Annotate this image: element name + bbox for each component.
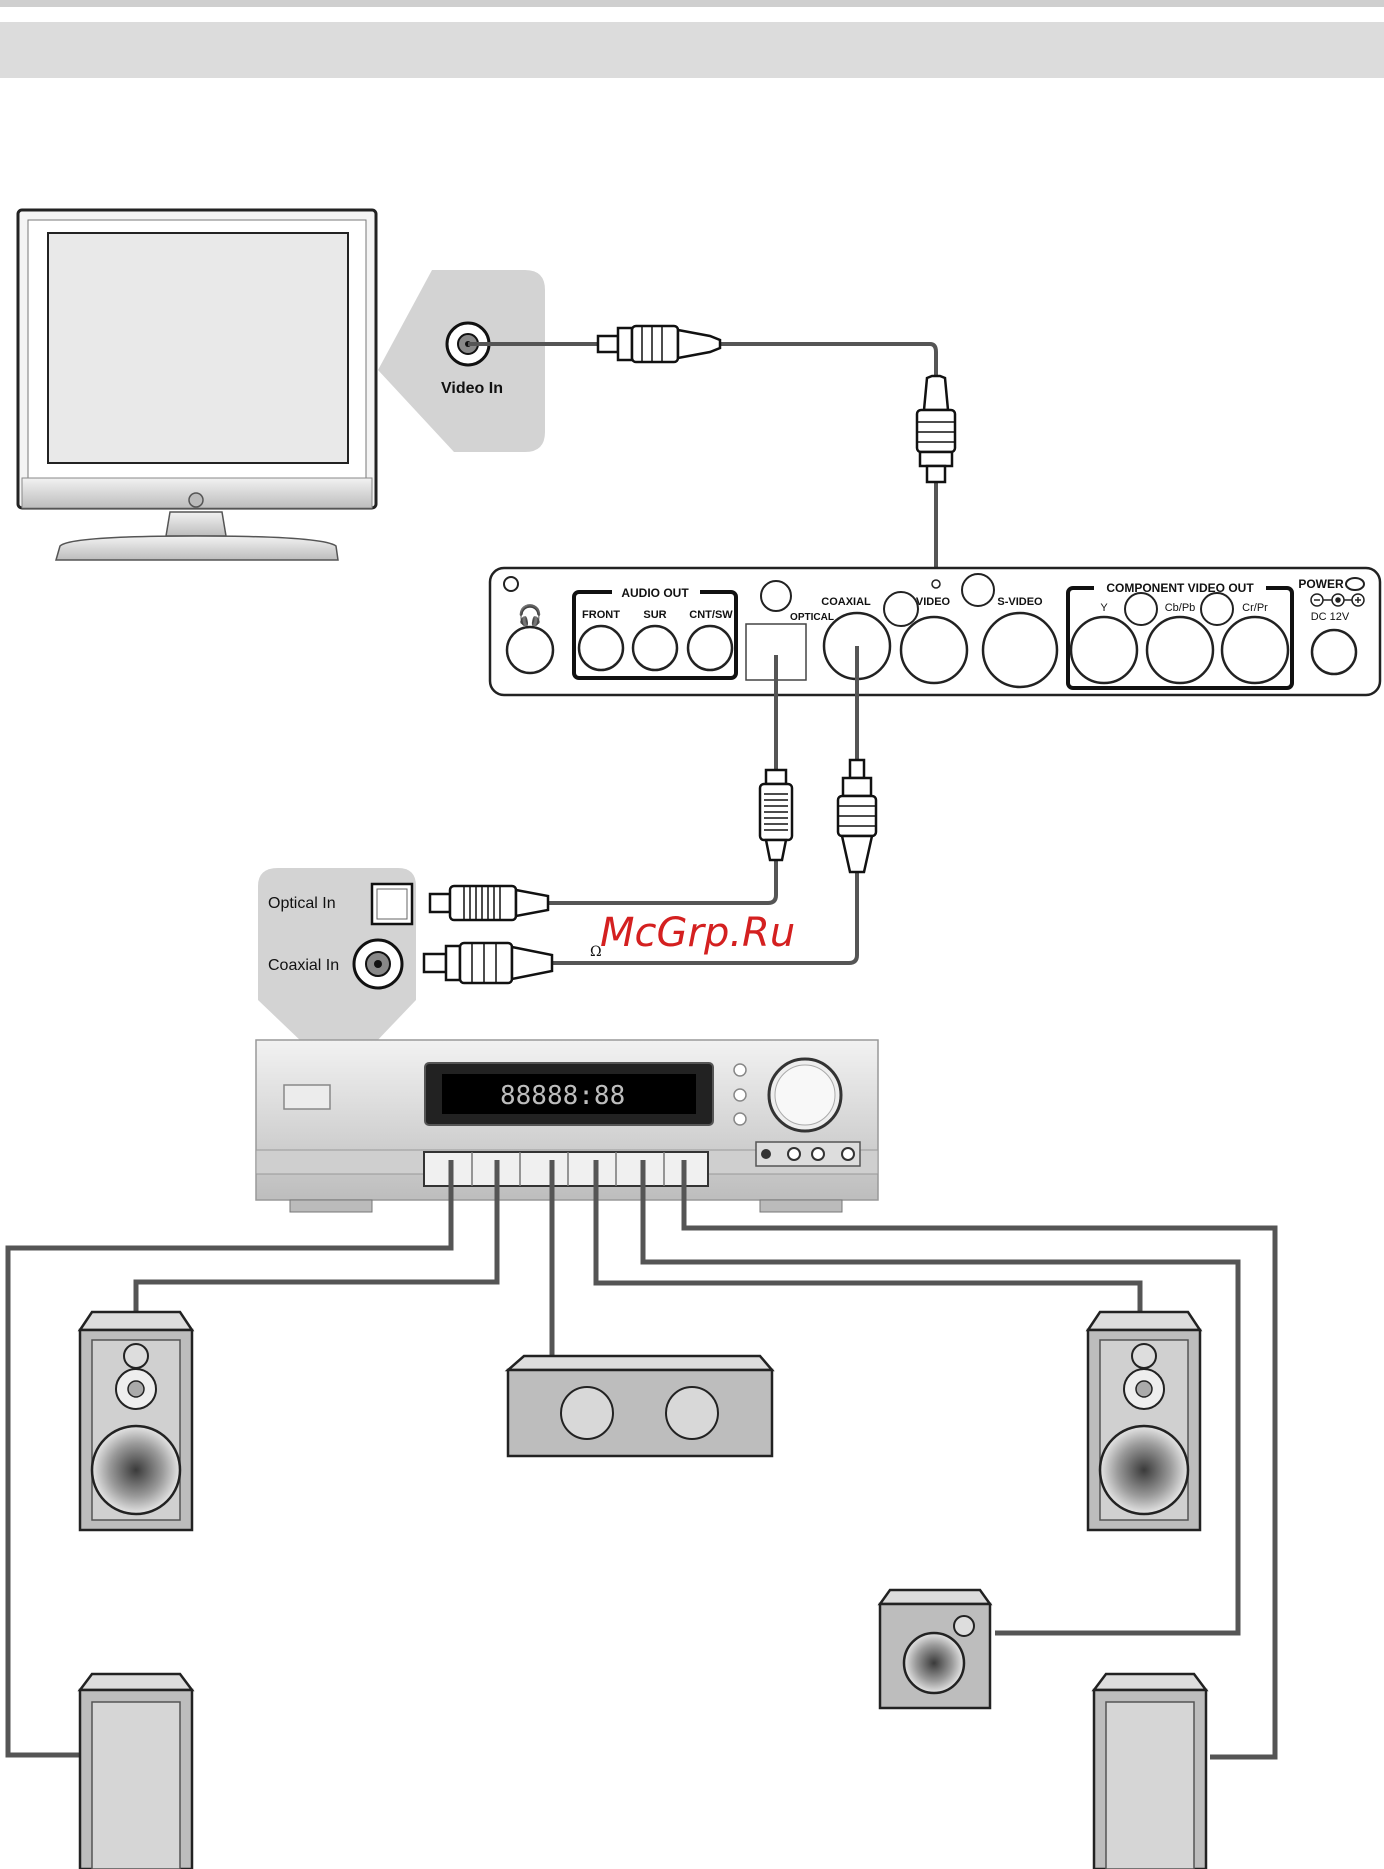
y-jack — [1071, 617, 1137, 683]
video-out-jack — [901, 617, 967, 683]
video-plug-vertical — [917, 376, 955, 482]
center-speaker — [508, 1356, 772, 1456]
front-left-speaker — [80, 1312, 192, 1530]
top-rule — [0, 0, 1384, 7]
video-in-label: Video In — [441, 380, 503, 397]
optical-in-port — [372, 884, 412, 924]
optical-in-label: Optical In — [268, 895, 336, 912]
s-video-label: S-VIDEO — [997, 596, 1043, 608]
header-bar — [0, 22, 1384, 78]
av-receiver: 88888:88 — [256, 1040, 878, 1212]
coaxial-plug-vertical — [838, 760, 876, 872]
speaker-wires — [8, 1160, 1275, 1757]
surround-right-speaker — [1094, 1674, 1206, 1869]
component-video-out-label: COMPONENT VIDEO OUT — [1106, 581, 1254, 595]
front-right-speaker — [1088, 1312, 1200, 1530]
optical-label: OPTICAL — [790, 612, 834, 623]
power-jack — [1312, 630, 1356, 674]
cr-pr-label: Cr/Pr — [1242, 602, 1268, 614]
coaxial-in-label: Coaxial In — [268, 957, 339, 974]
optical-plug-vertical — [760, 770, 792, 860]
s-video-jack — [983, 613, 1057, 687]
power-label: POWER — [1298, 577, 1344, 591]
y-label: Y — [1100, 602, 1108, 614]
front-jack — [579, 626, 623, 670]
headphone-icon: 🎧 — [518, 603, 543, 627]
video-label: VIDEO — [916, 596, 951, 608]
dc-label: DC 12V — [1311, 611, 1350, 623]
video-in-callout: Video In — [378, 270, 545, 452]
watermark: McGrp.Ru — [600, 910, 795, 956]
video-plug-horizontal — [598, 326, 720, 362]
coaxial-label: COAXIAL — [821, 596, 871, 608]
subwoofer — [880, 1590, 990, 1708]
tv-monitor — [18, 210, 376, 560]
player-back-panel: 🎧 AUDIO OUT FRONT SUR CNT/SW OPTICAL COA… — [490, 568, 1380, 695]
sur-jack — [633, 626, 677, 670]
audio-out-label: AUDIO OUT — [621, 586, 689, 600]
cb-pb-jack — [1147, 617, 1213, 683]
ohm-symbol: Ω — [590, 944, 602, 960]
optical-plug-horizontal — [430, 886, 548, 920]
display-digits: 88888:88 — [500, 1081, 625, 1111]
cnt-sw-label: CNT/SW — [689, 609, 733, 621]
coaxial-plug-horizontal — [424, 943, 552, 983]
receiver-input-callout: Optical In Coaxial In — [258, 868, 416, 1044]
cnt-sw-jack — [688, 626, 732, 670]
surround-left-speaker — [80, 1674, 192, 1869]
sur-label: SUR — [643, 609, 666, 621]
cr-pr-jack — [1222, 617, 1288, 683]
front-label: FRONT — [582, 609, 620, 621]
cb-pb-label: Cb/Pb — [1165, 602, 1196, 614]
